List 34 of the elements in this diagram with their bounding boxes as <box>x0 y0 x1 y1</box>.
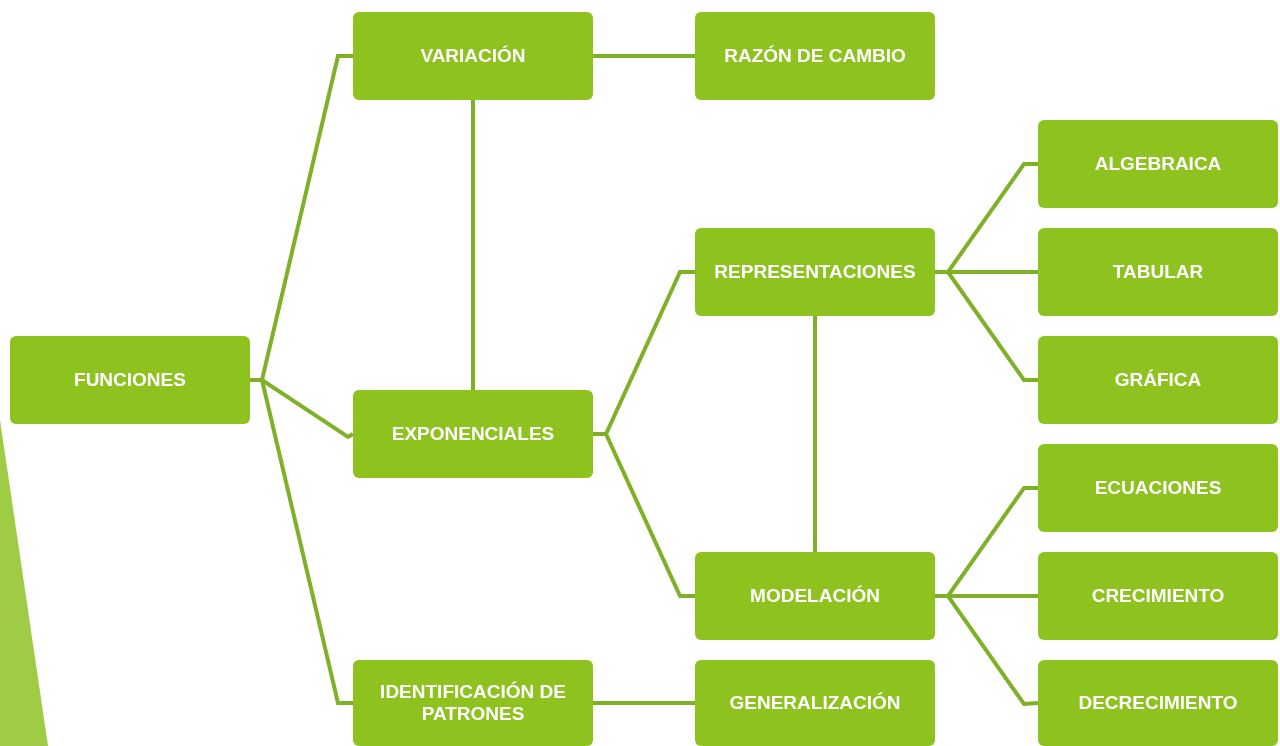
connector-line <box>250 378 353 705</box>
topic-box <box>10 336 250 424</box>
topic-label: ALGEBRAICA <box>1094 153 1222 175</box>
topic-box <box>353 12 593 100</box>
topic-label: IDENTIFICACIÓN DE PATRONES <box>379 681 567 725</box>
topic-box <box>695 12 935 100</box>
topic-label: VARIACIÓN <box>420 45 526 67</box>
topic-box <box>353 390 593 478</box>
topic-box <box>1038 552 1278 640</box>
connector-line <box>813 316 817 552</box>
topic-label: GRÁFICA <box>1114 369 1202 391</box>
topic-label: RAZÓN DE CAMBIO <box>724 45 906 67</box>
topic-label: GENERALIZACIÓN <box>729 692 901 714</box>
connector-line <box>471 100 475 390</box>
topic-label: ECUACIONES <box>1094 477 1222 499</box>
connector-line <box>593 54 695 58</box>
topic-box <box>1038 120 1278 208</box>
connector-line <box>593 701 695 705</box>
topic-label: FUNCIONES <box>74 369 186 391</box>
topic-label: REPRESENTACIONES <box>714 261 916 283</box>
topic-label: TABULAR <box>1112 261 1204 283</box>
topic-box <box>695 552 935 640</box>
topic-box <box>695 228 935 316</box>
topic-label: CRECIMIENTO <box>1091 585 1225 607</box>
topic-box <box>1038 444 1278 532</box>
topic-label: MODELACIÓN <box>750 585 880 607</box>
topic-box <box>1038 228 1278 316</box>
connector-line <box>593 432 695 598</box>
topic-box <box>695 660 935 746</box>
topic-box <box>353 660 593 746</box>
topic-box <box>1038 336 1278 424</box>
topic-label: EXPONENCIALES <box>391 423 555 445</box>
topic-label: DECRECIMIENTO <box>1078 692 1238 714</box>
topic-box <box>1038 660 1278 746</box>
